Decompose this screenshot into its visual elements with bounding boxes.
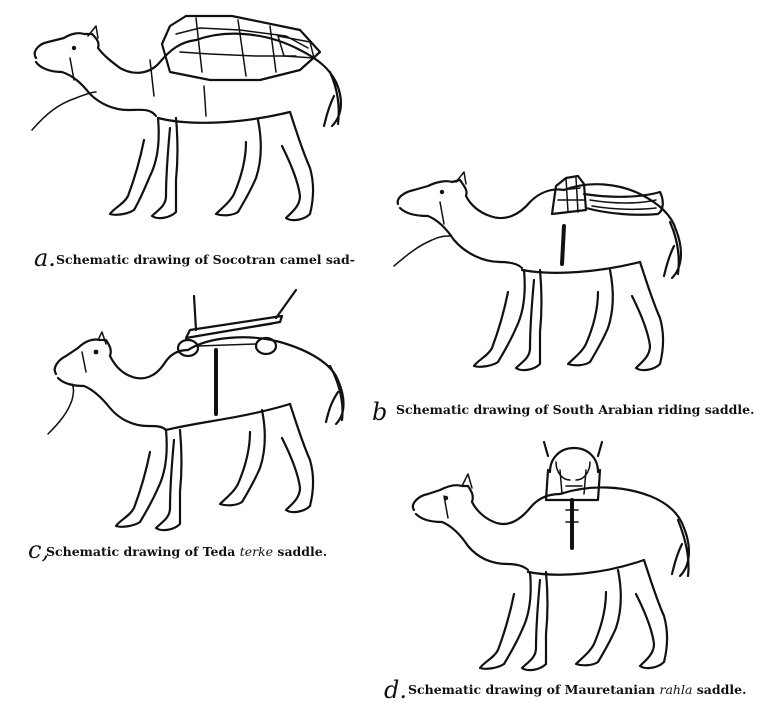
- figure-d-drawing: [413, 442, 689, 670]
- caption-d-text: Schematic drawing of Mauretanian rahla s…: [408, 682, 746, 697]
- caption-c: c, Schematic drawing of Teda terke saddl…: [28, 536, 327, 564]
- camel-b: [394, 172, 681, 370]
- caption-b: b Schematic drawing of South Arabian rid…: [372, 398, 754, 426]
- camel-d: [413, 474, 689, 670]
- figure-c-drawing: [48, 290, 344, 530]
- camel-c: [48, 332, 344, 530]
- caption-d: d. Schematic drawing of Mauretanian rahl…: [384, 676, 746, 703]
- caption-a-letter: a.: [34, 244, 56, 272]
- caption-c-text: Schematic drawing of Teda terke saddle.: [46, 544, 327, 559]
- caption-a: a. Schematic drawing of Socotran camel s…: [34, 244, 355, 272]
- saddle-c: [178, 290, 296, 414]
- saddle-a: [150, 16, 320, 116]
- figure-a-drawing: [32, 16, 341, 220]
- caption-d-letter: d.: [384, 676, 407, 703]
- caption-b-text: Schematic drawing of South Arabian ridin…: [396, 402, 754, 417]
- caption-b-letter: b: [372, 398, 387, 426]
- camel-a: [32, 26, 341, 220]
- saddle-b: [552, 176, 663, 264]
- figure-b-drawing: [394, 172, 681, 370]
- caption-a-text: Schematic drawing of Socotran camel sad-: [56, 252, 355, 267]
